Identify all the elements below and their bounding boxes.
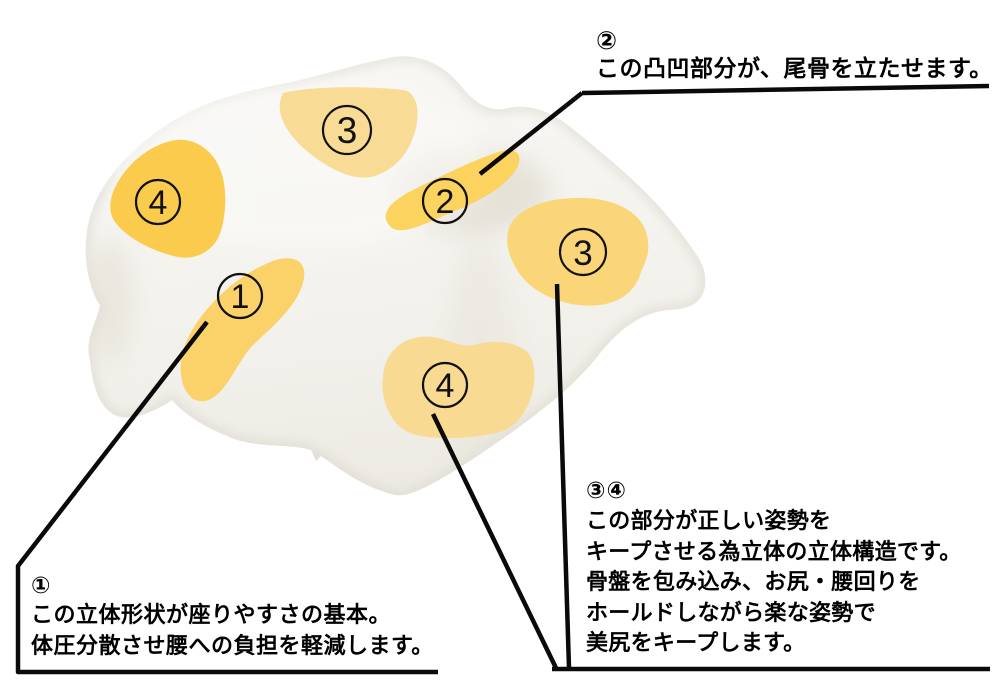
note-2-text: この凸凹部分が、尾骨を立たせます。 <box>596 56 993 82</box>
cushion-left-waist-shading <box>85 240 134 360</box>
note-34-text-line-4: ホールドしながら楽な姿勢で <box>586 600 876 626</box>
leader-line-zone-2 <box>478 91 584 176</box>
zone-2-marker: 2 <box>421 177 469 225</box>
note-34-text-line-2: キープさせる為立体の立体構造です。 <box>586 539 962 565</box>
annotation-note-2: ② この凸凹部分が、尾骨を立たせます。 <box>596 27 993 84</box>
zone-3-right-patch <box>507 197 649 306</box>
note-1-text-line-1: この立体形状が座りやすさの基本。 <box>31 603 392 628</box>
note-2-underline <box>581 83 990 96</box>
zone-4-bottom-patch <box>382 336 535 439</box>
svg-text:3: 3 <box>337 110 358 151</box>
annotation-note-1: ① この立体形状が座りやすさの基本。 体圧分散させ腰への負担を軽減します。 <box>31 573 434 662</box>
circled-number-1: ① <box>31 573 51 599</box>
zone-3-top-patch <box>279 87 418 178</box>
svg-text:4: 4 <box>149 184 168 222</box>
leader-line-zone-1 <box>15 320 438 675</box>
note-34-text-line-1: この部分が正しい姿勢を <box>586 509 832 534</box>
zone-1-patch <box>180 258 305 402</box>
zone-4-bottom-marker: 4 <box>421 361 469 409</box>
note-34-text-line-5: 美尻をキープします。 <box>586 631 806 656</box>
note-34-text-line-3: 骨盤を包み込み、お尻・腰回りを <box>586 570 921 595</box>
zone-3-top-marker: 3 <box>321 104 373 156</box>
leader-line-zone-4 <box>430 413 559 669</box>
zone-4-left-patch <box>110 139 226 258</box>
zone-3-right-marker: 3 <box>558 227 608 277</box>
circled-number-2: ② <box>596 26 618 55</box>
circled-numbers-3-4: ③④ <box>586 478 627 504</box>
zone-1-marker: 1 <box>216 272 264 320</box>
note-1-text-line-2: 体圧分散させ腰への負担を軽減します。 <box>31 634 434 659</box>
annotation-note-3-4: ③④ この部分が正しい姿勢を キープさせる為立体の立体構造です。 骨盤を包み込み… <box>586 475 962 660</box>
svg-text:4: 4 <box>436 367 455 405</box>
svg-text:3: 3 <box>573 234 592 273</box>
zone-4-left-marker: 4 <box>134 178 182 226</box>
svg-text:1: 1 <box>231 278 250 316</box>
leader-line-zone-3 <box>554 283 572 669</box>
svg-text:2: 2 <box>436 183 455 221</box>
